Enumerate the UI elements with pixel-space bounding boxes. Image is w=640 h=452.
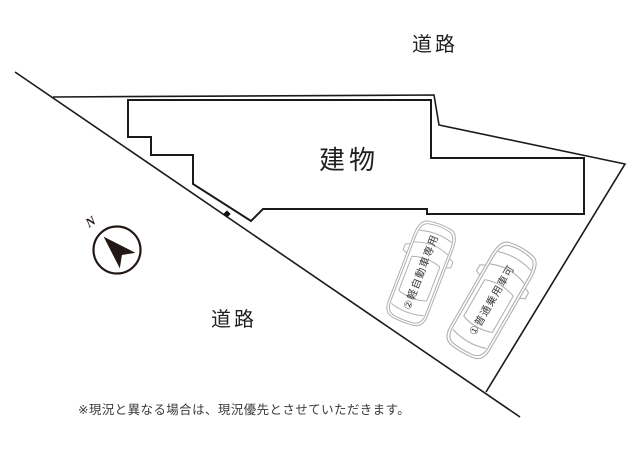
road-label-bottom: 道路 [211,309,257,331]
building-label: 建物 [319,145,380,175]
building-outline [127,99,585,223]
road-label-top: 道路 [412,34,458,56]
site-boundary-line-north-east [52,94,627,393]
disclaimer-text: ※現況と異なる場合は、現況優先とさせていただきます。 [78,403,411,417]
road-boundary-line-southwest [14,71,521,418]
boundary-point-marker [223,210,231,218]
north-arrow-icon [92,225,142,275]
